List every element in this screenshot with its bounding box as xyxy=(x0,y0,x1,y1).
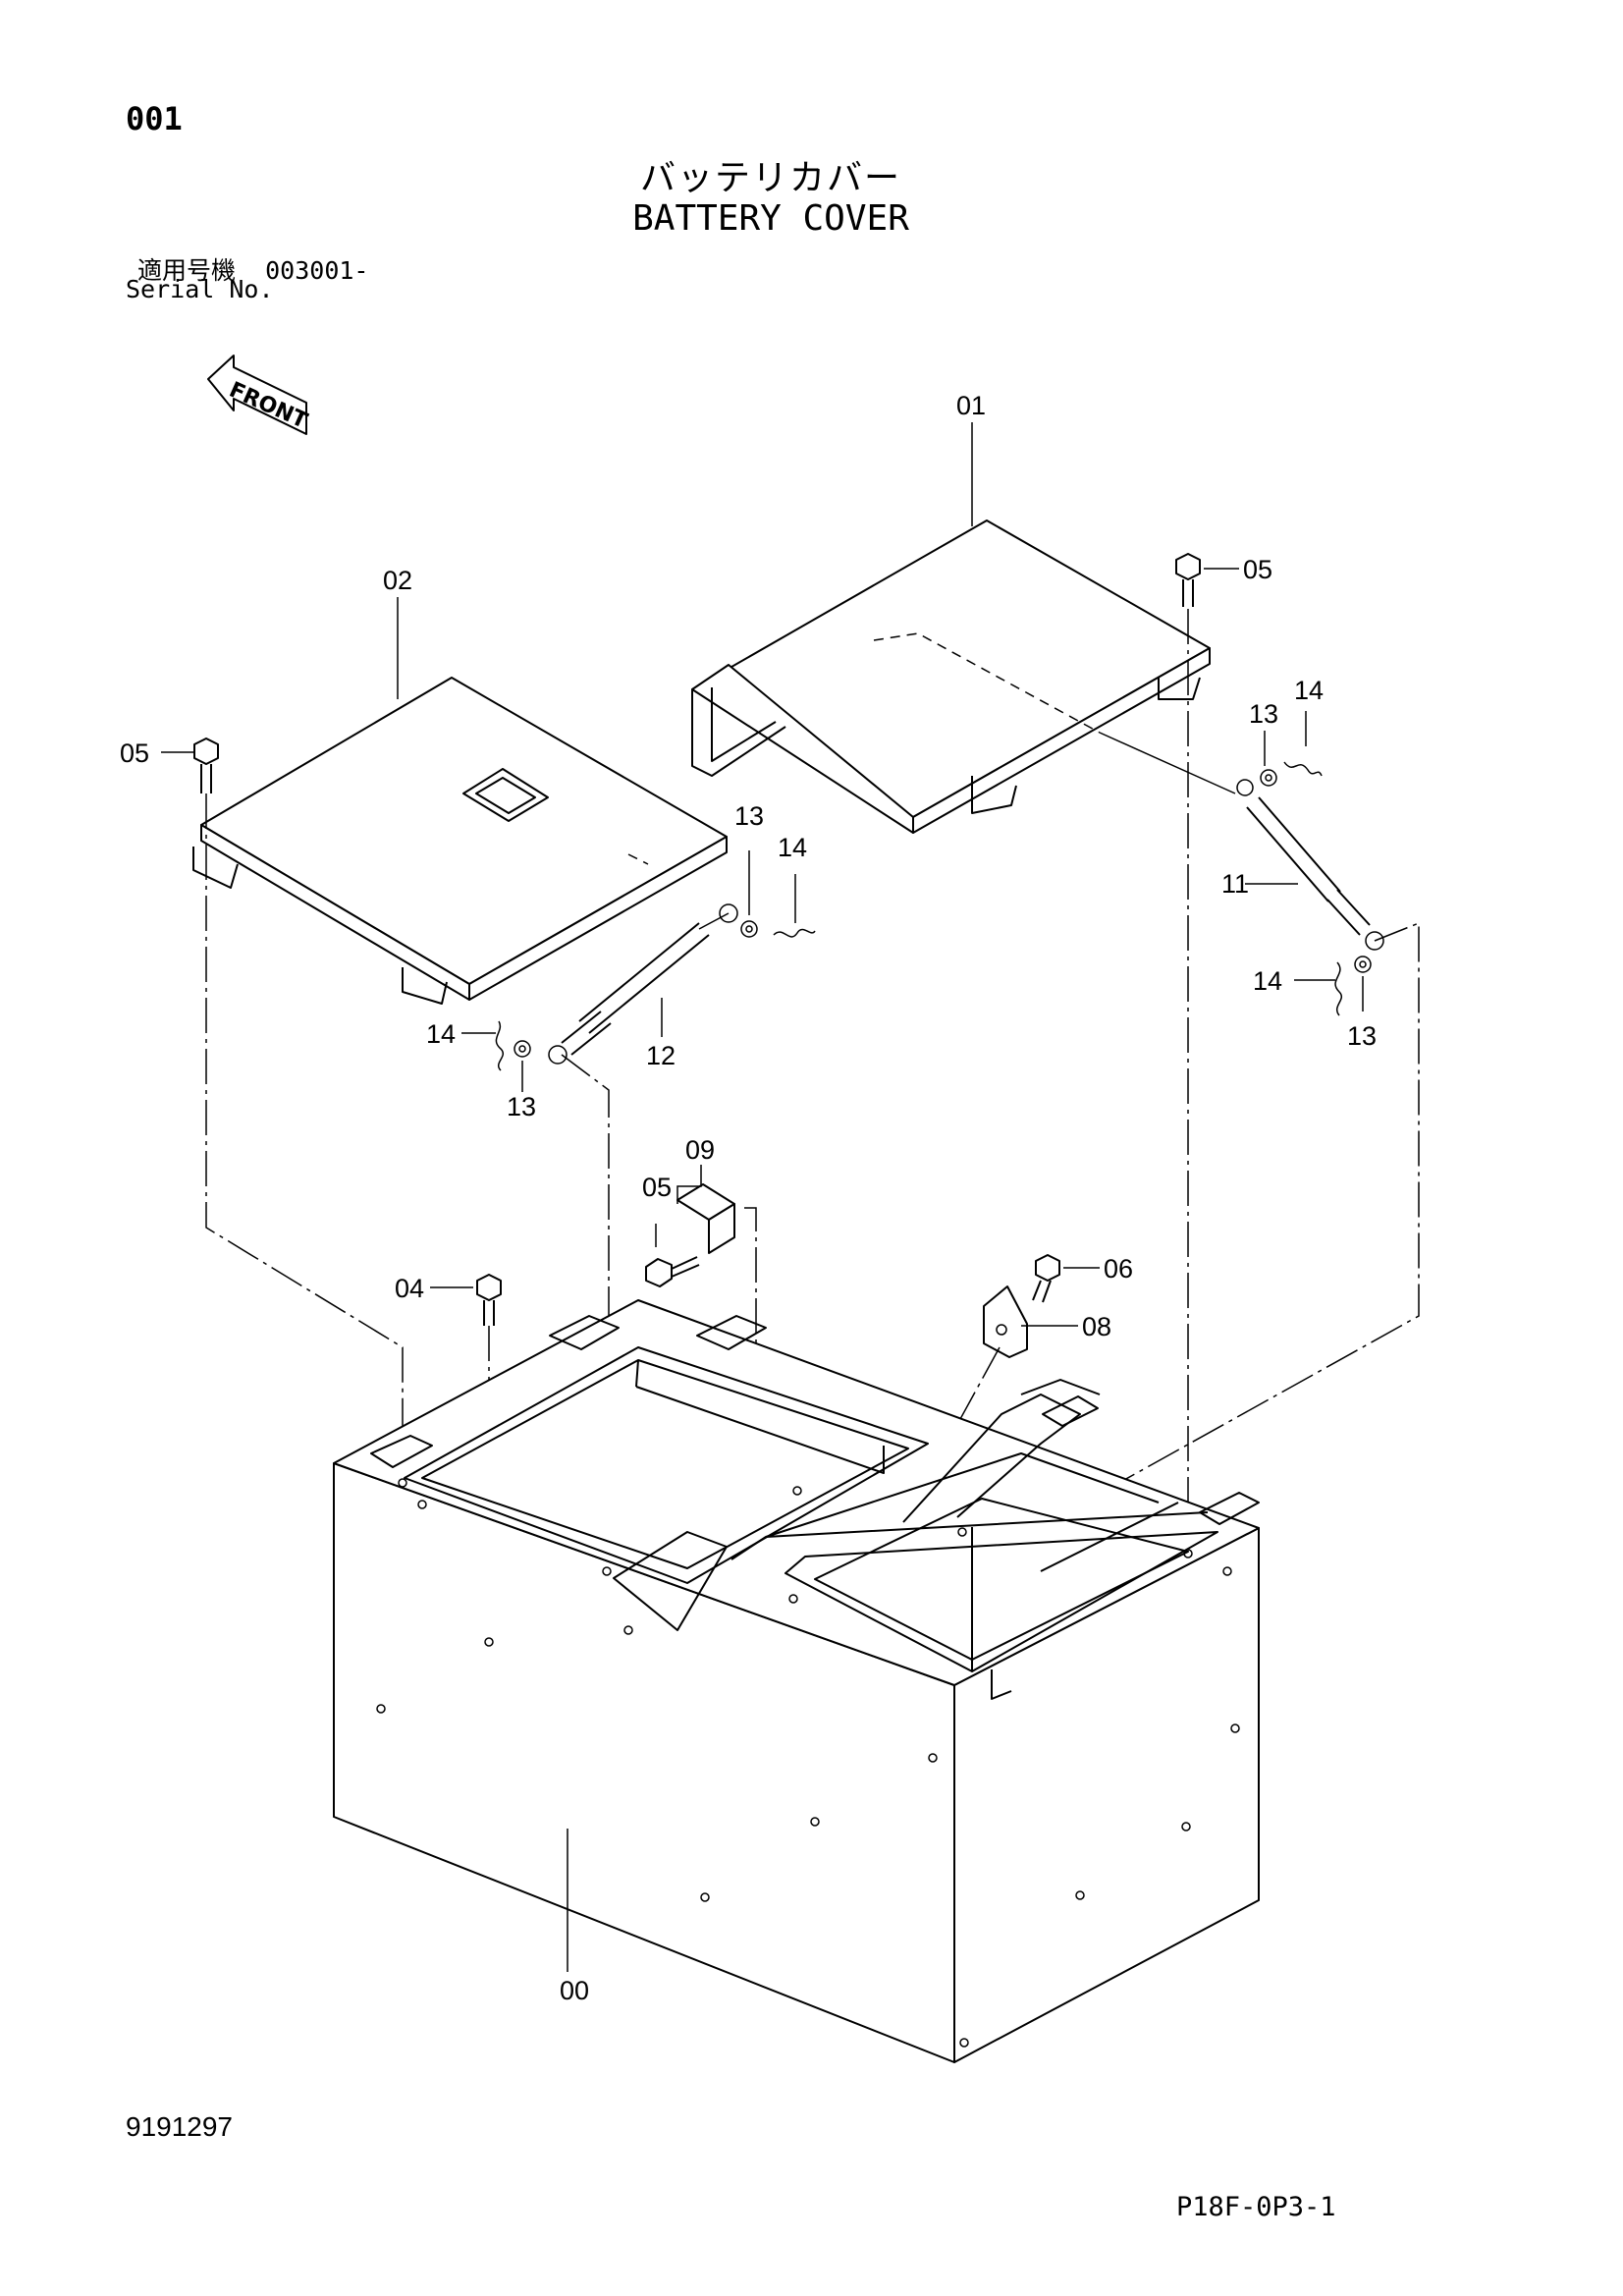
document-number: 9191297 xyxy=(126,2111,234,2142)
callout-part-14-left: 14 xyxy=(426,1019,456,1049)
callout-part-14-center: 14 xyxy=(778,833,807,862)
callout-part-14-upper-right: 14 xyxy=(1294,676,1324,705)
callout-part-13-upper-right: 13 xyxy=(1249,699,1278,729)
callout-part-11: 11 xyxy=(1221,869,1249,899)
page-number: 001 xyxy=(126,100,183,137)
callout-part-05-upper-right: 05 xyxy=(1243,555,1272,584)
small-hardware-drawing xyxy=(495,761,1372,1071)
serial-line-japanese: 適用号機 003001- xyxy=(137,251,368,287)
bracket-09-drawing xyxy=(676,1183,735,1254)
leader-lines xyxy=(161,422,1364,1972)
bolts-drawing xyxy=(193,553,1201,1326)
lid-02-drawing xyxy=(192,677,728,1005)
serial-label-english: Serial No. xyxy=(126,275,274,303)
page-code: P18F-0P3-1 xyxy=(1176,2192,1336,2222)
front-arrow-icon: FRONT xyxy=(207,355,311,435)
cover-01-drawing xyxy=(691,519,1211,834)
gas-spring-11-drawing xyxy=(1236,779,1384,951)
callout-part-04: 04 xyxy=(395,1274,424,1303)
callout-part-13-center: 13 xyxy=(734,801,764,831)
front-label: FRONT xyxy=(226,378,311,434)
callout-part-14-right: 14 xyxy=(1253,966,1282,996)
serial-label-japanese: 適用号機 xyxy=(137,256,237,285)
callout-part-09: 09 xyxy=(685,1135,715,1165)
callout-labels: 01 02 00 05 05 05 09 04 06 08 11 12 13 1… xyxy=(120,391,1377,2005)
callout-part-08: 08 xyxy=(1082,1312,1111,1341)
callout-part-05-center: 05 xyxy=(642,1173,672,1202)
callout-part-13-left: 13 xyxy=(507,1092,536,1121)
bracket-08-drawing xyxy=(983,1285,1028,1358)
callout-part-06: 06 xyxy=(1104,1254,1133,1284)
battery-box-00-drawing xyxy=(333,1299,1260,2063)
callout-part-12: 12 xyxy=(646,1041,676,1070)
title-japanese: バッテリカバー xyxy=(639,158,901,198)
title-english: BATTERY COVER xyxy=(632,198,909,239)
gas-spring-12-drawing xyxy=(548,903,738,1065)
callout-part-00: 00 xyxy=(560,1976,589,2005)
callout-part-01: 01 xyxy=(956,391,986,420)
callout-part-05-left: 05 xyxy=(120,738,149,768)
serial-value: 003001- xyxy=(265,256,369,285)
callout-part-02: 02 xyxy=(383,566,412,595)
callout-part-13-right: 13 xyxy=(1347,1021,1377,1051)
